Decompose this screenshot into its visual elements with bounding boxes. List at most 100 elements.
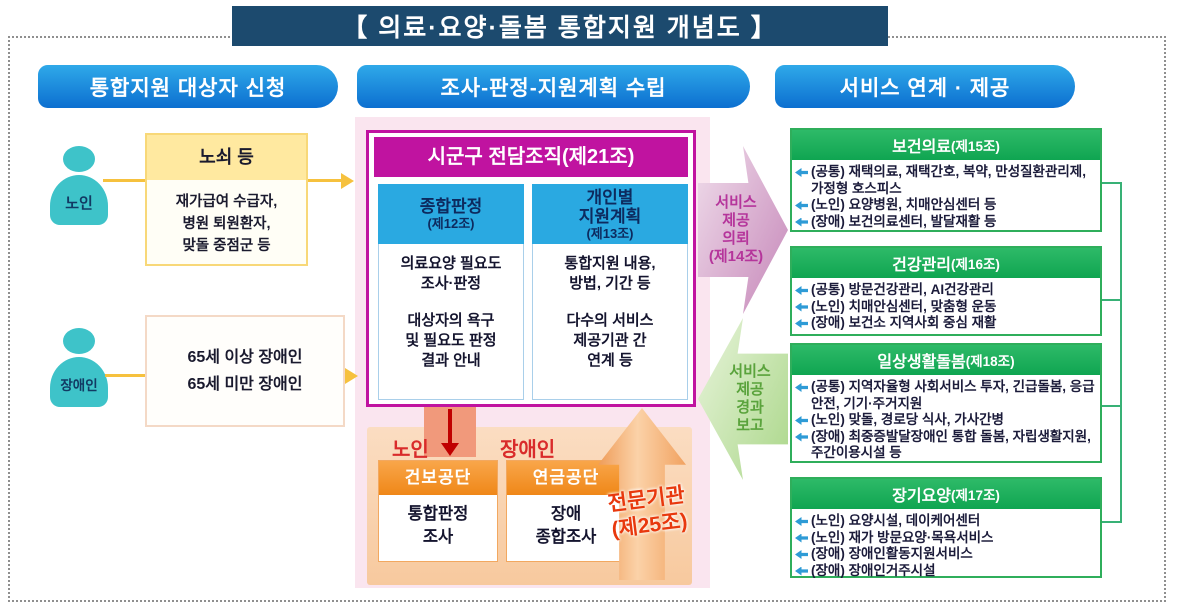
disabled-flow-arrowhead-icon xyxy=(345,368,358,384)
arrow-left-icon xyxy=(795,566,808,576)
bullet-text: (노인) 요양시설, 데이케어센터 xyxy=(811,513,981,528)
person-head-icon xyxy=(63,146,95,172)
box-title: 장기요양 xyxy=(892,488,952,505)
bracket-stub xyxy=(1102,299,1120,301)
box-title: 보건의료 xyxy=(892,139,952,156)
judgement-law: (제12조) xyxy=(427,216,475,231)
health-care-body: (공통) 방문건강관리, AI건강관리 (노인) 치매안심센터, 맞춤형 운동 … xyxy=(792,278,1100,332)
service-report-label: 서비스 제공 경과 보고 xyxy=(729,363,771,434)
bullet-text: (노인) 요양병원, 치매안심센터 등 xyxy=(811,197,997,212)
judgement-p1: 의료요양 필요도 조사·판정 xyxy=(400,255,502,292)
plan-header: 개인별 지원계획 (제13조) xyxy=(532,184,688,244)
arrow-left-icon xyxy=(795,201,808,210)
bracket-stub xyxy=(1102,405,1120,407)
column-header-survey-plan: 조사-판정-지원계획 수립 xyxy=(357,65,750,108)
arrow-left-icon xyxy=(795,432,808,442)
list-item: (공통) 방문건강관리, AI건강관리 xyxy=(795,282,1096,299)
arrow-left-icon xyxy=(795,319,808,328)
bullet-text: (공통) 재택의료, 재택간호, 복약, 만성질환관리제, 가정형 호스피스 xyxy=(811,164,1086,196)
arrow-left-icon xyxy=(795,302,808,312)
bullet-text: (노인) 재가 방문요양·목욕서비스 xyxy=(811,529,994,545)
column-header-service-link: 서비스 연계 · 제공 xyxy=(775,65,1075,108)
bullet-text: (장애) 장애인거주시설 xyxy=(811,562,936,578)
disabled-age-box: 65세 이상 장애인 65세 미만 장애인 xyxy=(145,315,345,427)
list-item: (장애) 보건의료센터, 발달재활 등 xyxy=(795,214,1096,231)
service-request-label: 서비스 제공 의뢰 (제14조) xyxy=(708,194,764,265)
page-title: 【 의료·요양·돌봄 통합지원 개념도 】 xyxy=(232,6,888,46)
daily-life-care-header: 일상생활돌봄(제18조) xyxy=(792,345,1100,375)
bullet-text: (장애) 최중증발달장애인 통합 돌봄, 자립생활지원, 주간이용시설 등 xyxy=(811,428,1091,461)
plan-body: 통합지원 내용, 방법, 기간 등 다수의 서비스 제공기관 간 연계 등 xyxy=(532,244,688,400)
judgement-body: 의료요양 필요도 조사·판정 대상자의 욕구 및 필요도 판정 결과 안내 xyxy=(378,244,524,400)
elder-label: 노인 xyxy=(65,195,93,212)
arrow-left-icon xyxy=(795,286,808,295)
elder-flow-arrowhead-icon xyxy=(341,173,354,189)
nhis-box: 건보공단 통합판정 조사 xyxy=(378,460,498,562)
box-law: (제16조) xyxy=(951,257,1000,272)
arrow-left-icon xyxy=(795,533,808,543)
nps-box-title: 연금공단 xyxy=(507,461,625,495)
nhis-box-title: 건보공단 xyxy=(379,461,497,495)
bullet-text: (장애) 보건소 지역사회 중심 재활 xyxy=(811,315,997,330)
arrow-left-icon xyxy=(795,416,808,425)
box-law: (제18조) xyxy=(965,354,1015,369)
list-item: (노인) 재가 방문요양·목욕서비스 xyxy=(795,530,1096,547)
person-body-icon xyxy=(50,175,108,225)
person-body-icon xyxy=(50,357,108,407)
health-medical-body: (공통) 재택의료, 재택간호, 복약, 만성질환관리제, 가정형 호스피스 (… xyxy=(792,160,1100,230)
judgement-title: 종합판정 xyxy=(419,197,483,216)
list-item: (장애) 보건소 지역사회 중심 재활 xyxy=(795,315,1096,332)
frailty-box: 노쇠 등 재가급여 수급자, 병원 퇴원환자, 맞돌 중점군 등 xyxy=(145,133,308,266)
plan-p2: 다수의 서비스 제공기관 간 연계 등 xyxy=(566,312,654,369)
box-title: 일상생활돌봄 xyxy=(877,354,966,371)
plan-p1: 통합지원 내용, 방법, 기간 등 xyxy=(564,255,656,292)
arrow-left-icon xyxy=(795,383,808,392)
health-medical-header: 보건의료(제15조) xyxy=(792,130,1100,160)
health-care-box: 건강관리(제16조) (공통) 방문건강관리, AI건강관리 (노인) 치매안심… xyxy=(790,246,1102,336)
list-item: (공통) 지역자율형 사회서비스 투자, 긴급돌봄, 응급안전, 기기·주거지원 xyxy=(795,379,1096,412)
bracket-stub xyxy=(1102,182,1120,184)
bullet-text: (공통) 방문건강관리, AI건강관리 xyxy=(811,282,994,297)
arrow-left-icon xyxy=(795,217,808,227)
elder-person-icon: 노인 xyxy=(50,146,108,226)
nhis-box-body: 통합판정 조사 xyxy=(407,505,469,546)
plan-law: (제13조) xyxy=(586,225,634,241)
list-item: (장애) 최중증발달장애인 통합 돌봄, 자립생활지원, 주간이용시설 등 xyxy=(795,429,1096,462)
bullet-text: (장애) 보건의료센터, 발달재활 등 xyxy=(811,213,997,229)
frailty-box-title: 노쇠 등 xyxy=(147,135,306,180)
daily-life-care-box: 일상생활돌봄(제18조) (공통) 지역자율형 사회서비스 투자, 긴급돌봄, … xyxy=(790,343,1102,463)
down-arrow-shaft xyxy=(448,409,452,443)
sigungu-org-header: 시군구 전담조직(제21조) xyxy=(374,137,688,177)
bullet-text: (공통) 지역자율형 사회서비스 투자, 긴급돌봄, 응급안전, 기기·주거지원 xyxy=(811,379,1095,411)
down-arrow-head-icon xyxy=(441,443,459,456)
box-law: (제17조) xyxy=(951,488,1000,503)
disabled-person-icon: 장애인 xyxy=(50,328,108,408)
plan-title: 개인별 지원계획 xyxy=(578,187,642,226)
agency-elder-label: 노인 xyxy=(392,439,429,461)
bracket-stub xyxy=(1102,521,1120,523)
judgement-header: 종합판정 (제12조) xyxy=(378,184,524,244)
list-item: (장애) 장애인활동지원서비스 xyxy=(795,546,1096,563)
nps-box-body: 장애 종합조사 xyxy=(535,505,597,546)
agency-disabled-label: 장애인 xyxy=(500,439,556,461)
long-term-care-header: 장기요양(제17조) xyxy=(792,479,1100,509)
bullet-text: (노인) 맞돌, 경로당 식사, 가사간병 xyxy=(811,412,1004,427)
list-item: (노인) 요양병원, 치매안심센터 등 xyxy=(795,197,1096,214)
list-item: (노인) 치매안심센터, 맞춤형 운동 xyxy=(795,299,1096,316)
health-medical-box: 보건의료(제15조) (공통) 재택의료, 재택간호, 복약, 만성질환관리제,… xyxy=(790,128,1102,232)
judgement-p2: 대상자의 욕구 및 필요도 판정 결과 안내 xyxy=(405,312,497,369)
health-care-header: 건강관리(제16조) xyxy=(792,248,1100,278)
long-term-care-body: (노인) 요양시설, 데이케어센터 (노인) 재가 방문요양·목욕서비스 (장애… xyxy=(792,509,1100,579)
list-item: (노인) 맞돌, 경로당 식사, 가사간병 xyxy=(795,412,1096,429)
person-head-icon xyxy=(63,328,95,354)
disabled-label: 장애인 xyxy=(60,378,98,393)
frailty-box-body: 재가급여 수급자, 병원 퇴원환자, 맞돌 중점군 등 xyxy=(175,194,278,254)
list-item: (노인) 요양시설, 데이케어센터 xyxy=(795,513,1096,530)
right-bracket-line xyxy=(1120,182,1122,523)
long-term-care-box: 장기요양(제17조) (노인) 요양시설, 데이케어센터 (노인) 재가 방문요… xyxy=(790,477,1102,578)
arrow-left-icon xyxy=(795,168,808,177)
box-title: 건강관리 xyxy=(892,257,952,274)
nps-box: 연금공단 장애 종합조사 xyxy=(506,460,626,562)
list-item: (공통) 재택의료, 재택간호, 복약, 만성질환관리제, 가정형 호스피스 xyxy=(795,164,1096,197)
